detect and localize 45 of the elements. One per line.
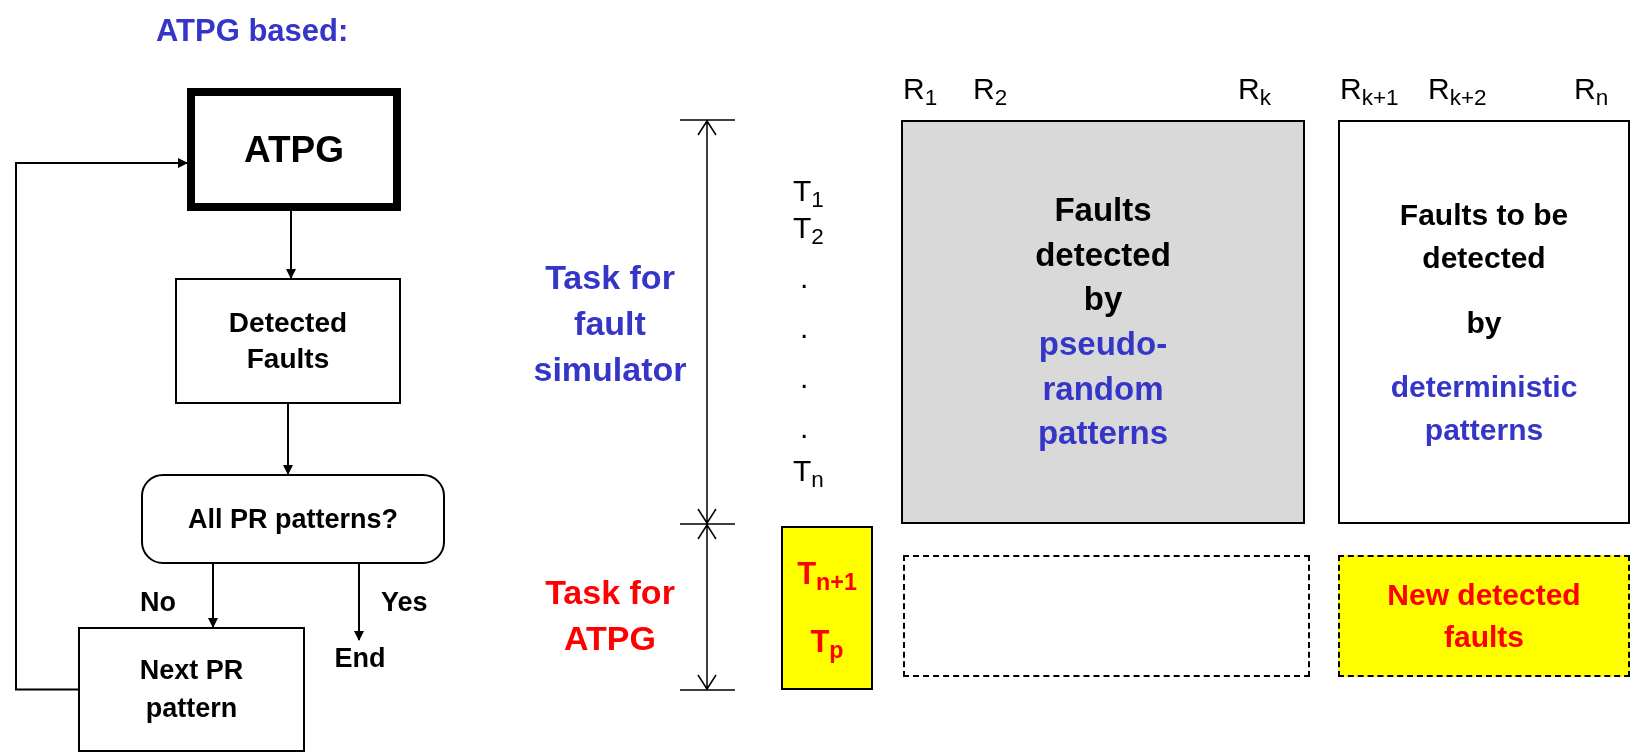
- label-text: T$_{n}$: [793, 453, 825, 493]
- node-text: T$_{n+1}$: [797, 554, 857, 597]
- test-pattern-box: [781, 526, 873, 690]
- arrow: [283, 403, 293, 475]
- title: ATPG based:: [156, 12, 349, 50]
- label-text: R$_{2}$: [973, 71, 1009, 111]
- label-text: T$_{2}$: [793, 210, 825, 250]
- label-text: R$_{k+1}$: [1340, 71, 1400, 111]
- label-text: .: [800, 260, 810, 296]
- edge-label: No: [140, 586, 176, 619]
- label-text: R$_{1}$: [903, 71, 939, 111]
- process-box: [187, 88, 401, 211]
- label-text: Task for fault simulator: [532, 257, 688, 390]
- node-text: Faults to be detected: [1398, 196, 1570, 276]
- node-text: T$_{p}$: [810, 622, 844, 665]
- label-text: .: [800, 410, 810, 446]
- node-text: New detected faults: [1386, 577, 1582, 655]
- node-text: pseudo-random patterns: [1036, 324, 1170, 454]
- node-text: Next PR pattern: [138, 653, 245, 725]
- process-box: [175, 278, 401, 404]
- fault-region-box: [901, 120, 1305, 524]
- arrow: [354, 563, 364, 641]
- node-text: All PR patterns?: [188, 502, 398, 536]
- node-text: Faults detected by: [1034, 190, 1172, 320]
- node-text: deterministic patterns: [1389, 368, 1579, 448]
- arrow: [208, 563, 218, 628]
- label-text: .: [800, 310, 810, 346]
- decision-box: [141, 474, 445, 564]
- node-text: by: [1466, 304, 1502, 341]
- label-text: Task for ATPG: [544, 572, 676, 659]
- fault-region-box: [1338, 120, 1630, 524]
- node-text: End: [334, 641, 386, 675]
- node-text: ATPG: [243, 127, 344, 172]
- arrow: [15, 158, 188, 691]
- node-text: Detected Faults: [227, 305, 349, 376]
- highlighted-box: [1338, 555, 1630, 677]
- label-text: .: [800, 360, 810, 396]
- dashed-box: [903, 555, 1310, 677]
- label-text: R$_{n}$: [1574, 71, 1610, 111]
- edge-label: Yes: [381, 586, 428, 619]
- arrow: [286, 210, 296, 279]
- label-text: R$_{k}$: [1238, 71, 1272, 111]
- label-text: T$_{1}$: [793, 173, 825, 213]
- label-text: R$_{k+2}$: [1428, 71, 1488, 111]
- process-box: [78, 627, 305, 752]
